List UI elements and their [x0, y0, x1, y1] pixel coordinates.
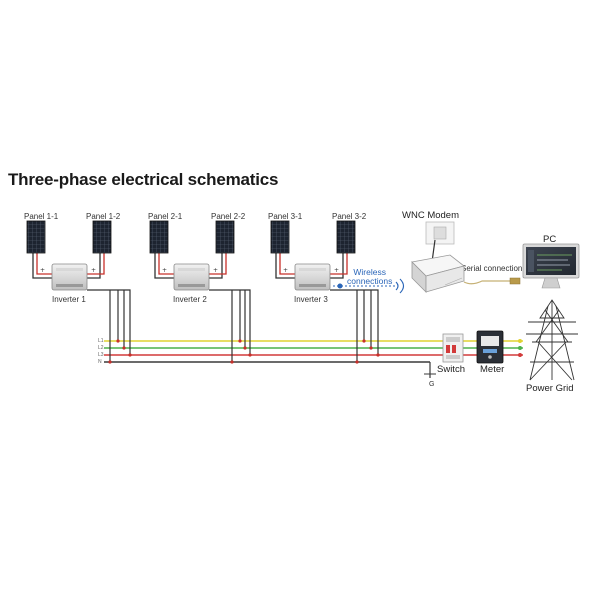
- svg-text:+: +: [40, 267, 45, 274]
- panel-label: Panel 1-2: [86, 212, 121, 221]
- svg-text:+: +: [213, 267, 218, 274]
- svg-text:+: +: [334, 267, 339, 274]
- pc-label: PC: [543, 234, 557, 245]
- inverter-label: Inverter 3: [294, 295, 328, 304]
- solar-panel: [270, 220, 290, 254]
- grid-terminals: [518, 339, 522, 357]
- inverter-icon: [51, 263, 88, 291]
- ac-drops: [87, 289, 379, 362]
- meter-icon: [476, 330, 504, 364]
- power-tower-icon: [526, 299, 578, 381]
- polarity-markers: + + + + + +: [40, 267, 339, 274]
- svg-text:+: +: [91, 267, 96, 274]
- serial-cable: [463, 277, 521, 285]
- modem-label: WNC Modem: [402, 210, 460, 221]
- meter-label: Meter: [480, 364, 505, 375]
- solar-panel: [26, 220, 46, 254]
- junction-dots: [108, 339, 380, 364]
- svg-text:+: +: [162, 267, 167, 274]
- inverter-label: Inverter 2: [173, 295, 207, 304]
- dc-wiring-group-1: [32, 253, 348, 279]
- panel-label: Panel 1-1: [24, 212, 59, 221]
- solar-panel: [336, 220, 356, 254]
- switch-icon: [442, 333, 464, 363]
- inverter-icon: [294, 263, 331, 291]
- inverter-label: Inverter 1: [52, 295, 86, 304]
- solar-panel: [215, 220, 235, 254]
- page-title: Three-phase electrical schematics: [8, 170, 279, 189]
- bus-label: L2: [98, 345, 104, 351]
- grid-label: Power Grid: [526, 383, 574, 394]
- bus-label: N: [98, 359, 102, 365]
- panel-label: Panel 3-1: [268, 212, 303, 221]
- modem-icon: [411, 221, 465, 293]
- solar-panel: [149, 220, 169, 254]
- ground-label: G: [429, 381, 435, 388]
- pc-icon: [522, 243, 580, 289]
- wireless-link: [333, 278, 405, 294]
- wifi-icon: [395, 278, 405, 294]
- panel-label: Panel 2-2: [211, 212, 246, 221]
- solar-panel: [92, 220, 112, 254]
- bus-label: L3: [98, 352, 104, 358]
- inverter-icon: [173, 263, 210, 291]
- panel-label: Panel 2-1: [148, 212, 183, 221]
- svg-text:+: +: [283, 267, 288, 274]
- bus-label: L1: [98, 338, 104, 344]
- switch-label: Switch: [437, 364, 465, 375]
- serial-label: Serial connection: [461, 264, 523, 273]
- panel-label: Panel 3-2: [332, 212, 367, 221]
